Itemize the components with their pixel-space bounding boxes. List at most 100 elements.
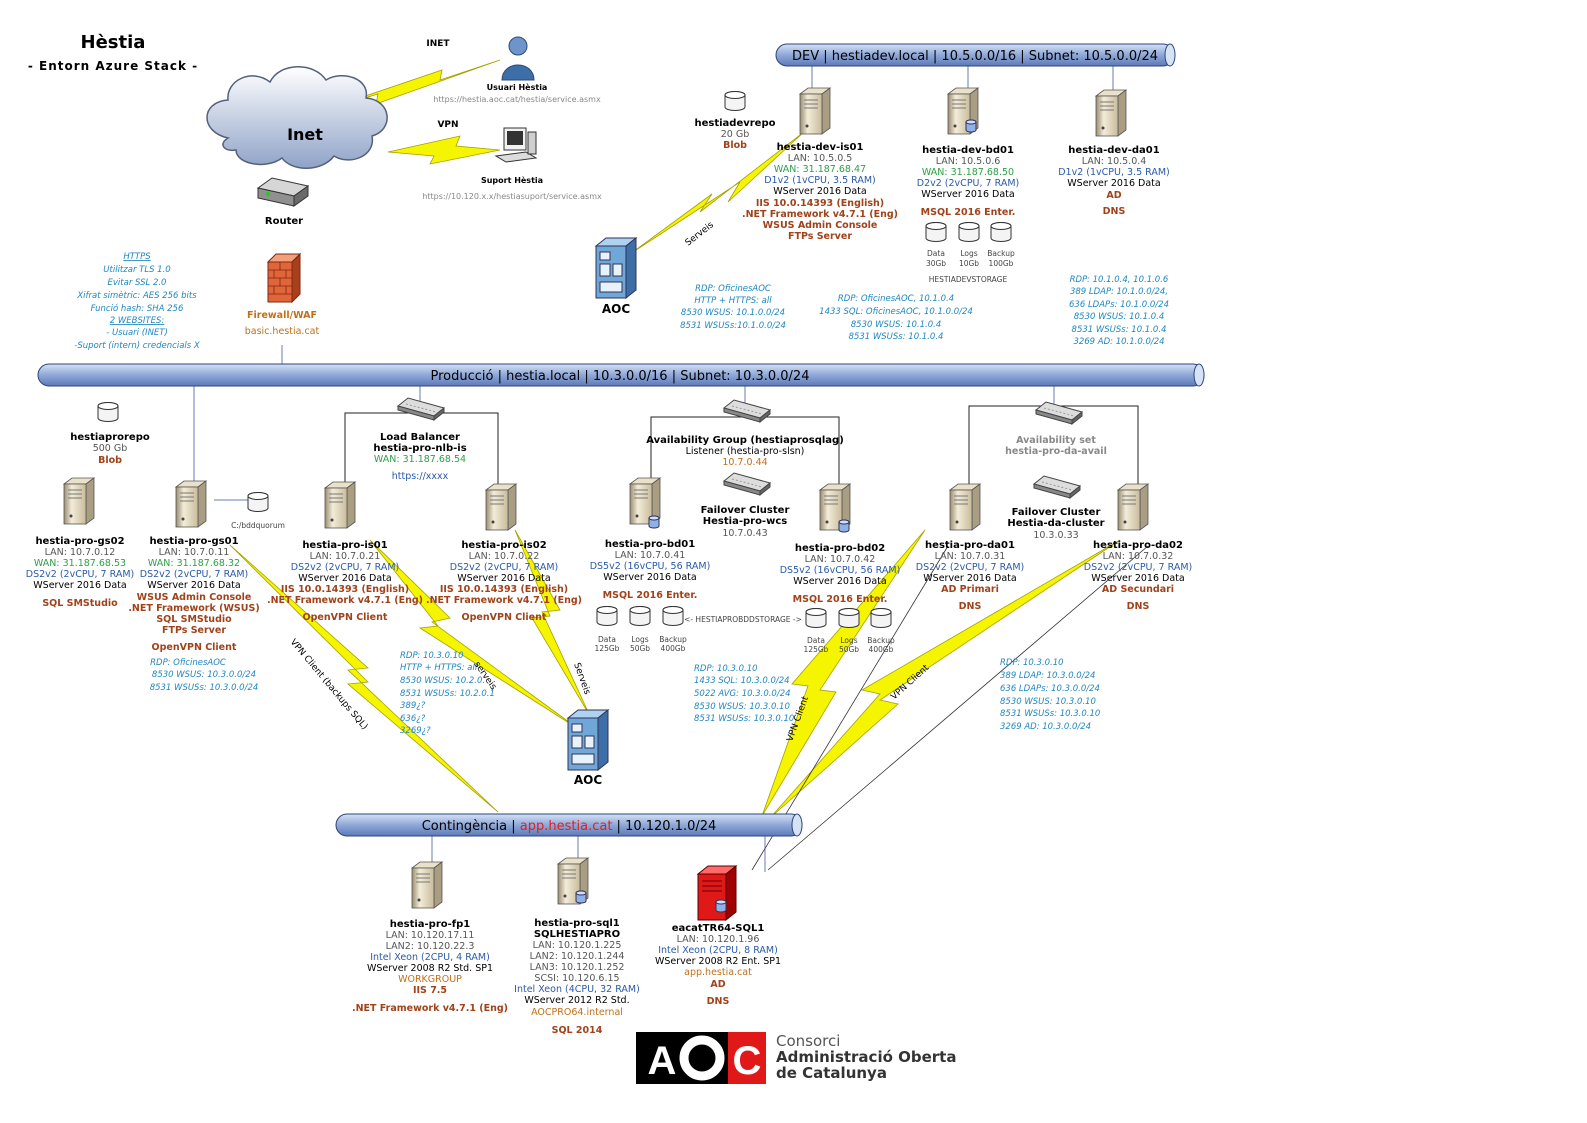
svg-text:Blob: Blob [98,455,122,466]
prod-repo-disk-icon [97,402,119,422]
dev-backup-disk-icon [990,222,1012,242]
svg-text:DNS: DNS [1127,601,1150,612]
svg-text:Hestia-pro-wcs: Hestia-pro-wcs [703,516,787,527]
svg-text:WServer 2016 Data: WServer 2016 Data [298,573,391,584]
dev-da01-server-icon [1095,89,1127,137]
svg-text:WAN: 31.187.68.32: WAN: 31.187.68.32 [148,558,240,569]
as-info: Availability set hestia-pro-da-avail [1005,435,1107,457]
svg-text:- Usuari (INET): - Usuari (INET) [106,328,168,338]
svg-text:WServer 2016 Data: WServer 2016 Data [603,572,696,583]
svg-text:3269 AD: 10.1.0.0/24: 3269 AD: 10.1.0.0/24 [1073,337,1164,347]
vpn-backups-bolt [229,544,499,813]
svg-text:DS5v2 (16vCPU, 56 RAM): DS5v2 (16vCPU, 56 RAM) [590,561,711,572]
dev-is01-server-icon [799,87,831,135]
svg-text:RDP: 10.3.0.10: RDP: 10.3.0.10 [1000,658,1064,668]
vpn-link-label: VPN [437,120,458,130]
svg-text:LAN: 10.120.17.11: LAN: 10.120.17.11 [386,930,475,941]
prod-is02-server-icon [485,483,517,531]
as-switch-icon [1035,401,1083,425]
svg-text:hestia-pro-da-avail: hestia-pro-da-avail [1005,446,1107,457]
svg-text:Utilitzar TLS 1.0: Utilitzar TLS 1.0 [103,265,170,275]
prod-bd02-db-icon [838,519,850,533]
svg-text:5022 AVG: 10.3.0.0/24: 5022 AVG: 10.3.0.0/24 [694,689,791,699]
svg-text:LAN: 10.5.0.4: LAN: 10.5.0.4 [1082,156,1147,167]
svg-text:LAN: 10.5.0.6: LAN: 10.5.0.6 [936,156,1001,167]
svg-text:D1v2 (1vCPU, 3.5 RAM): D1v2 (1vCPU, 3.5 RAM) [764,175,876,186]
svg-text:3269¿?: 3269¿? [400,726,431,736]
svg-text:10Gb: 10Gb [959,259,979,268]
svg-text:WServer 2008 R2 Ent. SP1: WServer 2008 R2 Ent. SP1 [655,956,781,967]
svg-text:1433 SQL: 10.3.0.0/24: 1433 SQL: 10.3.0.0/24 [694,676,790,686]
svg-text:Data: Data [598,635,616,644]
firewall-label: Firewall/WAF [247,310,317,321]
svg-text:DNS: DNS [1103,206,1126,217]
svg-text:SQL 2014: SQL 2014 [552,1025,603,1036]
prod-bd02-info: hestia-pro-bd02 LAN: 10.7.0.42 DS5v2 (16… [780,543,901,605]
svg-text:Backup: Backup [987,249,1015,258]
svg-text:Availability Group (hestiapros: Availability Group (hestiaprosqlag) [646,435,844,446]
svg-text:MSQL 2016 Enter.: MSQL 2016 Enter. [603,590,698,601]
svg-text:MSQL 2016 Enter.: MSQL 2016 Enter. [921,207,1016,218]
prod-is02-info: hestia-pro-is02 LAN: 10.7.0.22 DS2v2 (2v… [426,540,582,623]
svg-text:WAN: 31.187.68.54: WAN: 31.187.68.54 [374,454,466,465]
svg-text:WServer 2016 Data: WServer 2016 Data [921,189,1014,200]
prod-bd01-db-icon [648,515,660,529]
quorum-disk-icon [247,492,269,512]
svg-text:-Suport (intern) credencials X: -Suport (intern) credencials X [74,341,200,351]
load-balancer-switch-icon [397,397,445,421]
dev-logs-disk-icon [958,222,980,242]
svg-text:AD Secundari: AD Secundari [1102,584,1174,595]
da-cluster-info: Failover Cluster Hestia-da-cluster 10.3.… [1007,507,1104,541]
router-icon [256,177,310,207]
svg-text:LAN: 10.7.0.22: LAN: 10.7.0.22 [469,551,540,562]
svg-text:.NET Framework v4.7.1 (Eng): .NET Framework v4.7.1 (Eng) [267,595,423,606]
svg-text:DS2v2 (2vCPU, 7 RAM): DS2v2 (2vCPU, 7 RAM) [26,569,135,580]
dev-repo-type: Blob [723,140,747,151]
user-url: https://hestia.aoc.cat/hestia/service.as… [433,95,601,104]
svg-text:LAN: 10.5.0.5: LAN: 10.5.0.5 [788,153,853,164]
prod-aoc-label: AOC [574,773,602,787]
firewall-host: basic.hestia.cat [245,326,320,337]
svg-text:SQL SMStudio: SQL SMStudio [156,614,232,625]
svg-text:WServer 2016 Data: WServer 2016 Data [33,580,126,591]
svg-text:LAN: 10.7.0.42: LAN: 10.7.0.42 [805,554,876,565]
svg-text:389 LDAP: 10.3.0.0/24: 389 LDAP: 10.3.0.0/24 [1000,671,1095,681]
svg-text:WServer 2008 R2 Std. SP1: WServer 2008 R2 Std. SP1 [367,963,493,974]
svg-text:DS2v2 (2vCPU, 7 RAM): DS2v2 (2vCPU, 7 RAM) [1084,562,1193,573]
svg-text:LAN: 10.7.0.31: LAN: 10.7.0.31 [935,551,1006,562]
svg-text:8530 WSUS: 10.3.0.0/24: 8530 WSUS: 10.3.0.0/24 [152,670,256,680]
svg-text:RDP: OficinesAOC: RDP: OficinesAOC [150,658,226,668]
svg-text:FTPs Server: FTPs Server [162,625,226,636]
svg-text:A: A [648,1039,677,1083]
svg-text:app.hestia.cat: app.hestia.cat [684,967,752,978]
svg-text:SQL SMStudio: SQL SMStudio [42,598,118,609]
inet-link-bolt [317,59,501,113]
svg-text:WSUS Admin Console: WSUS Admin Console [137,592,252,603]
org-line3: de Catalunya [776,1064,887,1082]
svg-text:30Gb: 30Gb [926,259,946,268]
svg-text:8531 WSUSs: 10.3.0.10: 8531 WSUSs: 10.3.0.10 [1000,709,1100,719]
svg-text:8530 WSUS: 10.1.0.0/24: 8530 WSUS: 10.1.0.0/24 [681,308,785,318]
network-links [193,66,1114,872]
svg-text:WServer 2016 Data: WServer 2016 Data [457,573,550,584]
svg-text:AD: AD [1106,190,1121,201]
svg-text:Listener (hestia-pro-slsn): Listener (hestia-pro-slsn) [686,446,805,457]
svg-text:10.3.0.33: 10.3.0.33 [1033,530,1078,541]
prod-da02-info: hestia-pro-da02 LAN: 10.7.0.32 DS2v2 (2v… [1084,540,1193,612]
svg-text:Data: Data [807,636,825,645]
user-icon [501,36,535,81]
aoc-logo: A C [636,1032,766,1084]
svg-text:SCSI: 10.120.6.15: SCSI: 10.120.6.15 [534,973,619,984]
svg-text:8530 WSUS: 10.2.0.: 8530 WSUS: 10.2.0. [400,676,485,686]
svg-text:.NET Framework v4.7.1 (Eng): .NET Framework v4.7.1 (Eng) [742,209,898,220]
svg-text:100Gb: 100Gb [989,259,1014,268]
prod-gs01-server-icon [175,480,207,528]
svg-text:DS5v2 (16vCPU, 56 RAM): DS5v2 (16vCPU, 56 RAM) [780,565,901,576]
svg-text:125Gb: 125Gb [804,645,829,654]
svg-text:LAN: 10.7.0.21: LAN: 10.7.0.21 [310,551,381,562]
svg-text:Intel Xeon (4CPU, 32 RAM): Intel Xeon (4CPU, 32 RAM) [514,984,640,995]
ag-info: Availability Group (hestiaprosqlag) List… [646,435,844,468]
svg-text:LAN2: 10.120.22.3: LAN2: 10.120.22.3 [386,941,475,952]
svg-text:Failover Cluster: Failover Cluster [701,505,790,516]
svg-text:FTPs Server: FTPs Server [788,231,852,242]
